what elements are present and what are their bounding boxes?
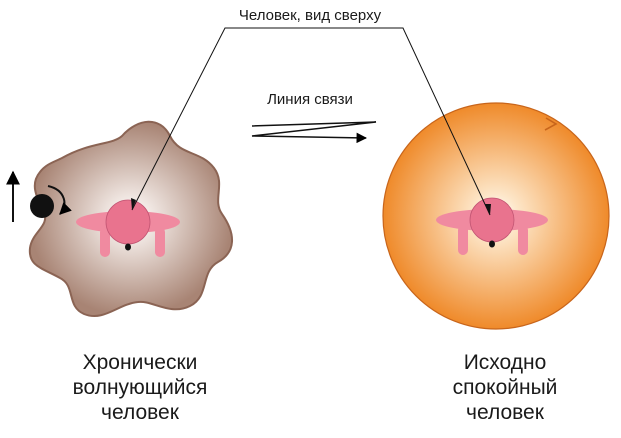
calm-person-label: Исходно спокойный человек: [400, 350, 610, 425]
pointer-line: [131, 27, 491, 216]
anxious-person-label: Хронически волнующийся человек: [20, 350, 260, 425]
calm-label-line-2: спокойный: [452, 376, 558, 399]
top-view-label: Человек, вид сверху: [238, 7, 382, 24]
rotation-arrow-icon: [47, 185, 72, 215]
pointer-arrow-right: [485, 204, 491, 215]
zigzag-arrow-icon: [251, 121, 377, 144]
person-top-view-icon-left: [76, 199, 180, 257]
anxious-label-line-3: человек: [101, 401, 179, 424]
circular-arrow-head-icon: [544, 117, 558, 131]
calm-label-line-3: человек: [466, 401, 544, 424]
black-ball-icon: [30, 194, 54, 218]
pointer-arrow-left: [131, 198, 136, 210]
communication-line-label: Линия связи: [267, 91, 353, 108]
anxious-label-line-2: волнующийся: [72, 376, 208, 399]
person-top-view-icon-right: [436, 197, 548, 255]
calm-label-line-1: Исходно: [463, 351, 547, 374]
anxious-label-line-1: Хронически: [82, 351, 198, 374]
